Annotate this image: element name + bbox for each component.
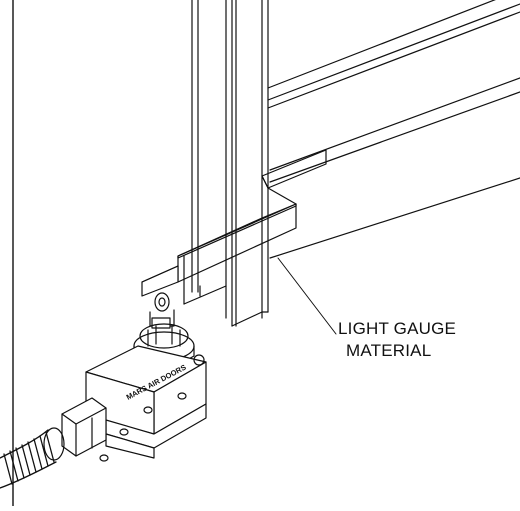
roller-actuator <box>149 292 175 329</box>
lower-rail <box>269 77 520 259</box>
callout-label-line2: MATERIAL <box>346 341 432 360</box>
conduit-fitting <box>43 397 107 461</box>
callout-label-line1: LIGHT GAUGE <box>338 319 457 338</box>
limit-switch-body <box>85 345 207 462</box>
upper-rail <box>267 0 520 109</box>
callout-leader <box>277 257 337 335</box>
light-gauge-bracket <box>141 149 327 305</box>
vertical-frame <box>191 0 269 327</box>
flexible-conduit <box>0 429 57 489</box>
